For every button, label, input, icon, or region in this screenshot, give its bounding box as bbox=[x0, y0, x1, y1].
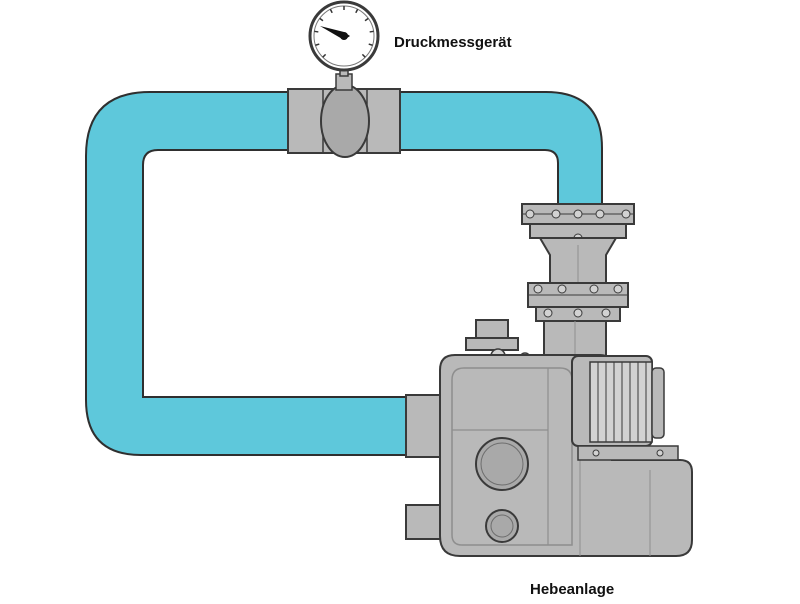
gauge-tick bbox=[361, 53, 366, 58]
motor-icon bbox=[571, 355, 679, 461]
gauge-tick bbox=[314, 30, 319, 33]
ball-valve bbox=[287, 73, 401, 158]
lifting-unit-label: Hebeanlage bbox=[530, 581, 615, 598]
pipe-outer-loop bbox=[85, 91, 603, 456]
gauge-tick bbox=[319, 17, 324, 22]
gauge-tick bbox=[315, 43, 320, 46]
lower-flange bbox=[527, 282, 629, 322]
gauge-tick bbox=[364, 17, 369, 22]
gauge-tick bbox=[322, 53, 327, 58]
gauge-tick bbox=[368, 43, 373, 46]
gauge-tick bbox=[329, 8, 333, 14]
check-valve-body bbox=[538, 237, 618, 284]
pipe-loop bbox=[85, 91, 603, 456]
pressure-gauge-label: Druckmessgerät bbox=[394, 34, 512, 51]
pressure-gauge-icon bbox=[308, 0, 380, 77]
gauge-tick bbox=[355, 8, 359, 14]
gauge-ticks bbox=[314, 6, 374, 58]
sewage-lifting-unit-icon bbox=[405, 319, 693, 557]
gauge-tick bbox=[369, 30, 374, 33]
upper-flange bbox=[521, 203, 635, 243]
